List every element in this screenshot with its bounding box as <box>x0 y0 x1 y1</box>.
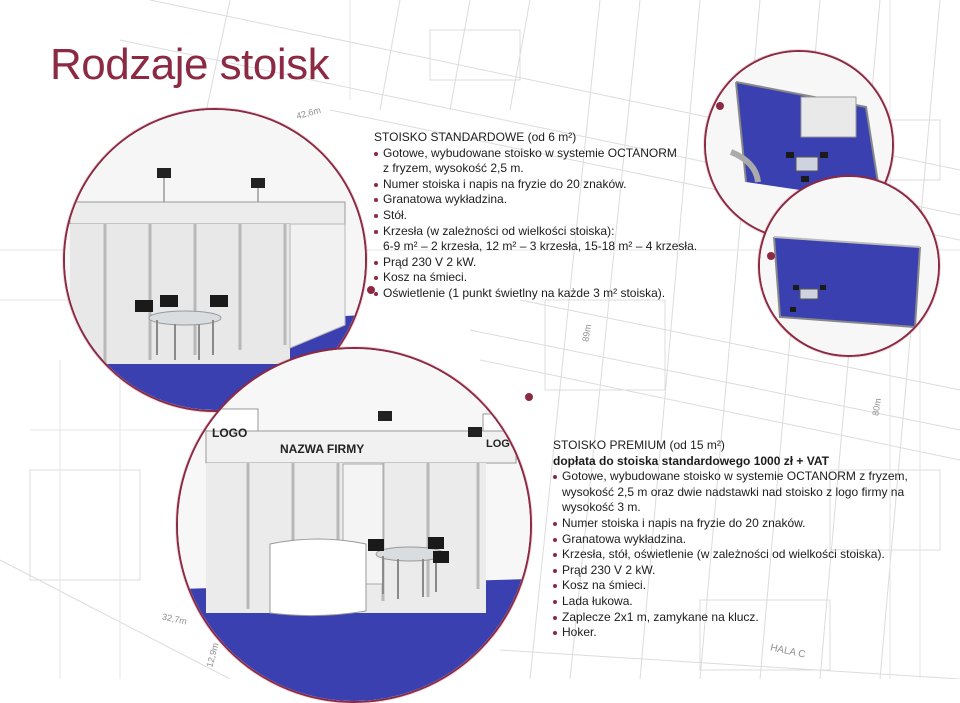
list-item-text: Prąd 230 V 2 kW. <box>383 254 477 269</box>
premium-booth-heading: STOISKO PREMIUM (od 15 m²) <box>553 438 725 452</box>
list-item: Hoker. <box>553 625 923 641</box>
list-item-text: Numer stoiska i napis na fryzie do 20 zn… <box>562 515 806 530</box>
list-item: Granatowa wykładzina. <box>374 192 724 208</box>
list-item-text: Granatowa wykładzina. <box>562 531 687 546</box>
list-item-text: Krzesła, stół, oświetlenie (w zależności… <box>562 547 885 562</box>
list-item: Kosz na śmieci. <box>374 270 724 286</box>
list-item: Krzesła (w zależności od wielkości stois… <box>374 224 724 255</box>
list-item: Gotowe, wybudowane stoisko w systemie OC… <box>553 469 923 516</box>
list-item-text: 6-9 m² – 2 krzesła, 12 m² – 3 krzesła, 1… <box>383 239 698 254</box>
standard-booth-image <box>63 108 367 412</box>
list-item-text: Krzesła (w zależności od wielkości stois… <box>383 223 615 238</box>
premium-booth-image: LOGO NAZWA FIRMY LOGO <box>176 347 532 703</box>
list-item-text: Prąd 230 V 2 kW. <box>562 562 656 577</box>
list-item-text: Hoker. <box>562 625 597 640</box>
list-item-text: Kosz na śmieci. <box>562 578 647 593</box>
list-item-text: Gotowe, wybudowane stoisko w systemie OC… <box>383 145 677 160</box>
list-item: Prąd 230 V 2 kW. <box>553 563 923 579</box>
booth-top-view-image <box>704 50 894 240</box>
list-item: Oświetlenie (1 punkt świetlny na każde 3… <box>374 286 724 302</box>
list-item: Krzesła, stół, oświetlenie (w zależności… <box>553 547 923 563</box>
list-item: Prąd 230 V 2 kW. <box>374 255 724 271</box>
list-item-text: Zaplecze 2x1 m, zamykane na klucz. <box>562 609 759 624</box>
list-item-text: Granatowa wykładzina. <box>383 192 508 207</box>
connector-dot <box>525 393 533 401</box>
list-item: Numer stoiska i napis na fryzie do 20 zn… <box>553 516 923 532</box>
list-item: Stół. <box>374 208 724 224</box>
booth-logo-left-text: LOGO <box>212 426 247 440</box>
premium-booth-list: Gotowe, wybudowane stoisko w systemie OC… <box>553 469 923 641</box>
premium-booth-description: STOISKO PREMIUM (od 15 m²) dopłata do st… <box>553 438 923 641</box>
booth-company-name-text: NAZWA FIRMY <box>280 442 364 456</box>
connector-dot <box>367 286 375 294</box>
list-item: Numer stoiska i napis na fryzie do 20 zn… <box>374 177 724 193</box>
list-item: Lada łukowa. <box>553 594 923 610</box>
list-item-text: Gotowe, wybudowane stoisko w systemie OC… <box>562 469 908 484</box>
list-item-text: z fryzem, wysokość 2,5 m. <box>383 161 524 176</box>
list-item-text: Numer stoiska i napis na fryzie do 20 zn… <box>383 176 627 191</box>
standard-booth-list: Gotowe, wybudowane stoisko w systemie OC… <box>374 146 724 302</box>
list-item-text: wysokość 2,5 m oraz dwie nadstawki nad s… <box>562 484 905 499</box>
list-item: Kosz na śmieci. <box>553 578 923 594</box>
page-title: Rodzaje stoisk <box>50 40 330 89</box>
list-item: Zaplecze 2x1 m, zamykane na klucz. <box>553 610 923 626</box>
list-item-text: Oświetlenie (1 punkt świetlny na każde 3… <box>383 285 666 300</box>
list-item-text: Lada łukowa. <box>562 593 633 608</box>
connector-dot <box>767 252 775 260</box>
premium-booth-subheading: dopłata do stoiska standardowego 1000 zł… <box>553 453 829 468</box>
standard-booth-description: STOISKO STANDARDOWE (od 6 m²) Gotowe, wy… <box>374 130 724 302</box>
list-item: Granatowa wykładzina. <box>553 532 923 548</box>
list-item-text: Kosz na śmieci. <box>383 270 468 285</box>
list-item: Gotowe, wybudowane stoisko w systemie OC… <box>374 146 724 177</box>
list-item-text: wysokość 3 m. <box>562 500 641 515</box>
list-item-text: Stół. <box>383 207 408 222</box>
standard-booth-heading: STOISKO STANDARDOWE (od 6 m²) <box>374 130 577 144</box>
booth-angle-view-image <box>758 175 940 357</box>
connector-dot <box>716 102 724 110</box>
